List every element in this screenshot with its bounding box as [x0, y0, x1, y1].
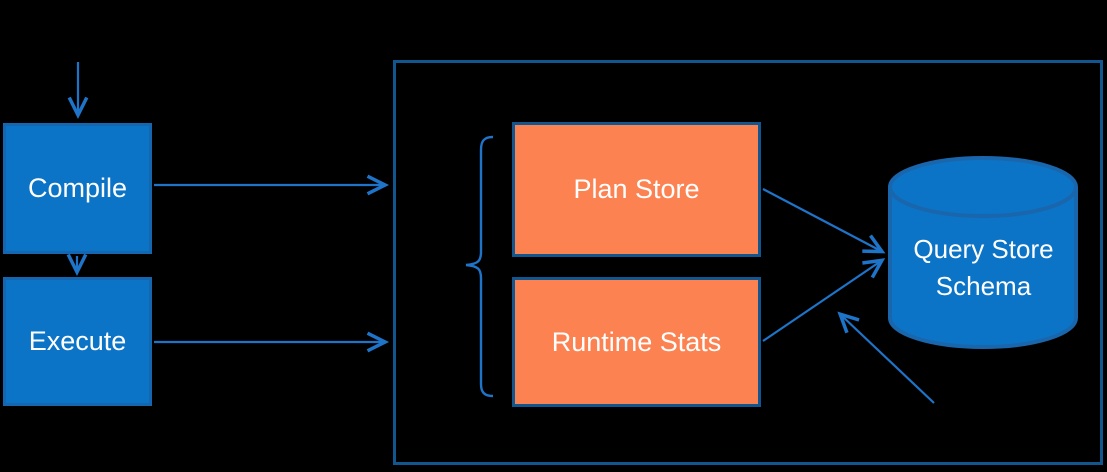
compile-label: Compile — [27, 173, 128, 203]
arrow-plan-store-to-schema — [762, 188, 886, 254]
query-store-schema-node: Query Store Schema — [890, 230, 1077, 306]
query-store-schema-label-line1: Query Store — [913, 234, 1054, 264]
arrow-runtime-stats-to-schema — [762, 258, 886, 342]
database-cylinder-icon — [888, 156, 1078, 349]
arrow-external-to-schema — [837, 311, 935, 404]
runtime-stats-node: Runtime Stats — [512, 277, 761, 407]
compile-node: Compile — [3, 123, 152, 254]
plan-store-label: Plan Store — [573, 174, 700, 204]
runtime-stats-label: Runtime Stats — [551, 326, 722, 357]
plan-store-node: Plan Store — [512, 122, 761, 257]
cylinder-body — [888, 187, 1078, 349]
query-store-schema-label-line2: Schema — [935, 271, 1032, 301]
grouping-brace — [465, 135, 494, 398]
execute-label: Execute — [28, 326, 127, 356]
execute-node: Execute — [3, 277, 152, 406]
cylinder-top — [888, 156, 1078, 218]
container-box — [393, 60, 1103, 465]
